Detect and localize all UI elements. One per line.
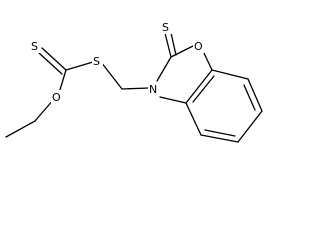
- bond-c4-c3a: [185, 102, 202, 136]
- bonds: [5, 32, 263, 143]
- atom-labels: S S O S O N: [30, 20, 205, 104]
- bond-c2-s-double-a: [164, 32, 172, 58]
- bond-ch2-n: [121, 87, 150, 90]
- atom-s-thioether: S: [93, 55, 100, 68]
- bond-ch2-o: [34, 98, 55, 122]
- bond-c-s-single: [65, 61, 94, 71]
- atom-o-ring: O: [194, 40, 203, 53]
- bond-c3a-c7a: [185, 69, 213, 104]
- structural-formula: S S O S O N: [5, 20, 263, 143]
- atom-o-ether: O: [52, 91, 61, 104]
- bond-c5-c4: [200, 134, 239, 143]
- bond-s-ch2: [100, 61, 123, 90]
- atom-s-thione-ring: S: [162, 21, 169, 34]
- bond-o-c: [58, 69, 67, 94]
- bond-c2-o: [170, 45, 194, 58]
- bond-c7a-c7: [211, 69, 249, 80]
- bond-c6-c5: [237, 110, 263, 143]
- bond-c-s-double-b: [38, 52, 63, 75]
- atom-n-ring: N: [149, 83, 157, 96]
- bond-o-c7a: [202, 50, 213, 71]
- bond-n-c2: [156, 56, 172, 82]
- bond-c-s-double-a: [41, 47, 67, 71]
- bond-inner-c3a-c7a: [192, 75, 215, 103]
- bond-inner-c7-c6: [243, 84, 256, 111]
- bond-inner-c5-c4: [204, 129, 236, 137]
- bond-c2-s-double-b: [170, 32, 177, 56]
- atom-s-thione-left: S: [31, 40, 38, 53]
- bond-n-c3a: [159, 96, 187, 104]
- bond-ch3-ch2: [5, 120, 36, 138]
- bond-c7-c6: [247, 78, 263, 112]
